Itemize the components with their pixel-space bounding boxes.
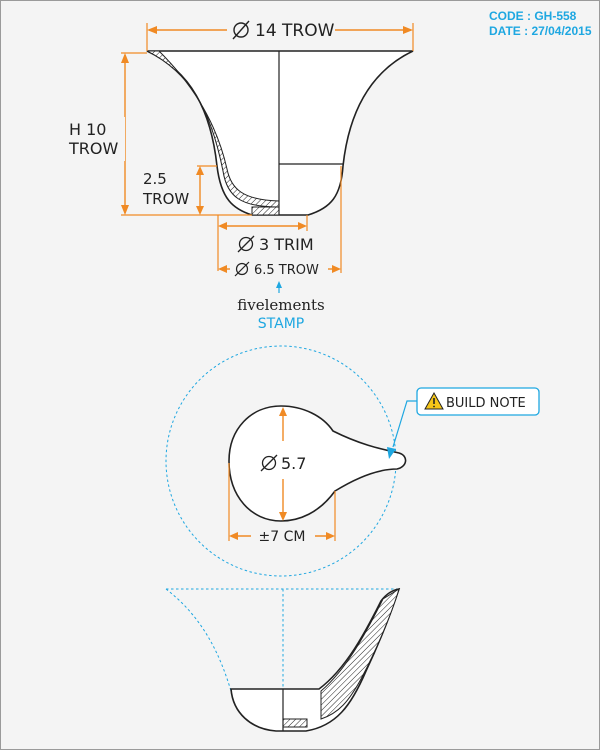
drawing-date: DATE : 27/04/2015	[489, 24, 592, 38]
height-label-line1: H 10	[69, 120, 106, 139]
height-label-line2: TROW	[68, 139, 118, 158]
build-note-callout: BUILD NOTE	[387, 387, 540, 459]
stamp-callout: fivelements STAMP	[237, 281, 325, 332]
trim-diameter-label: 3 TRIM	[259, 235, 314, 254]
elevation-view	[146, 50, 414, 216]
foot-height-label-line2: TROW	[142, 190, 189, 208]
warning-icon	[424, 391, 444, 410]
base-diameter-dimension: 6.5 TROW	[218, 166, 342, 278]
profile-view	[165, 587, 401, 732]
diameter-symbol-icon	[232, 20, 250, 40]
title-block: CODE : GH-558 DATE : 27/04/2015	[489, 9, 597, 39]
build-note-label: BUILD NOTE	[446, 396, 526, 411]
profile-outline	[230, 587, 401, 732]
plan-width-dimension: ±7 CM	[229, 529, 335, 545]
diameter-symbol-icon	[237, 235, 255, 253]
foot-height-dimension: 2.5 TROW	[142, 165, 217, 215]
plan-view	[165, 345, 407, 577]
height-dimension: H 10 TROW	[61, 52, 252, 216]
top-diameter-label: 14 TROW	[255, 21, 335, 41]
stamp-mark: fivelements	[237, 296, 325, 314]
build-note-box	[416, 387, 540, 416]
diameter-symbol-icon	[234, 261, 250, 277]
profile-wall-hatch	[320, 587, 400, 720]
diameter-symbol-icon	[260, 454, 278, 472]
profile-foot-hatch	[282, 718, 308, 728]
plan-diameter-dimension: 5.7	[260, 407, 306, 521]
plan-width-label: ±7 CM	[259, 529, 306, 545]
foot-trim-hatch	[251, 206, 280, 216]
bowl-plan-outline	[228, 405, 407, 522]
trim-diameter-dimension: 3 TRIM	[217, 215, 314, 271]
stamp-label: STAMP	[258, 316, 304, 332]
drawing-code: CODE : GH-558	[489, 9, 577, 23]
base-diameter-label: 6.5 TROW	[254, 263, 319, 278]
plan-diameter-label: 5.7	[281, 454, 306, 473]
foot-height-label-line1: 2.5	[143, 170, 167, 188]
top-diameter-dimension: 14 TROW	[146, 20, 414, 51]
